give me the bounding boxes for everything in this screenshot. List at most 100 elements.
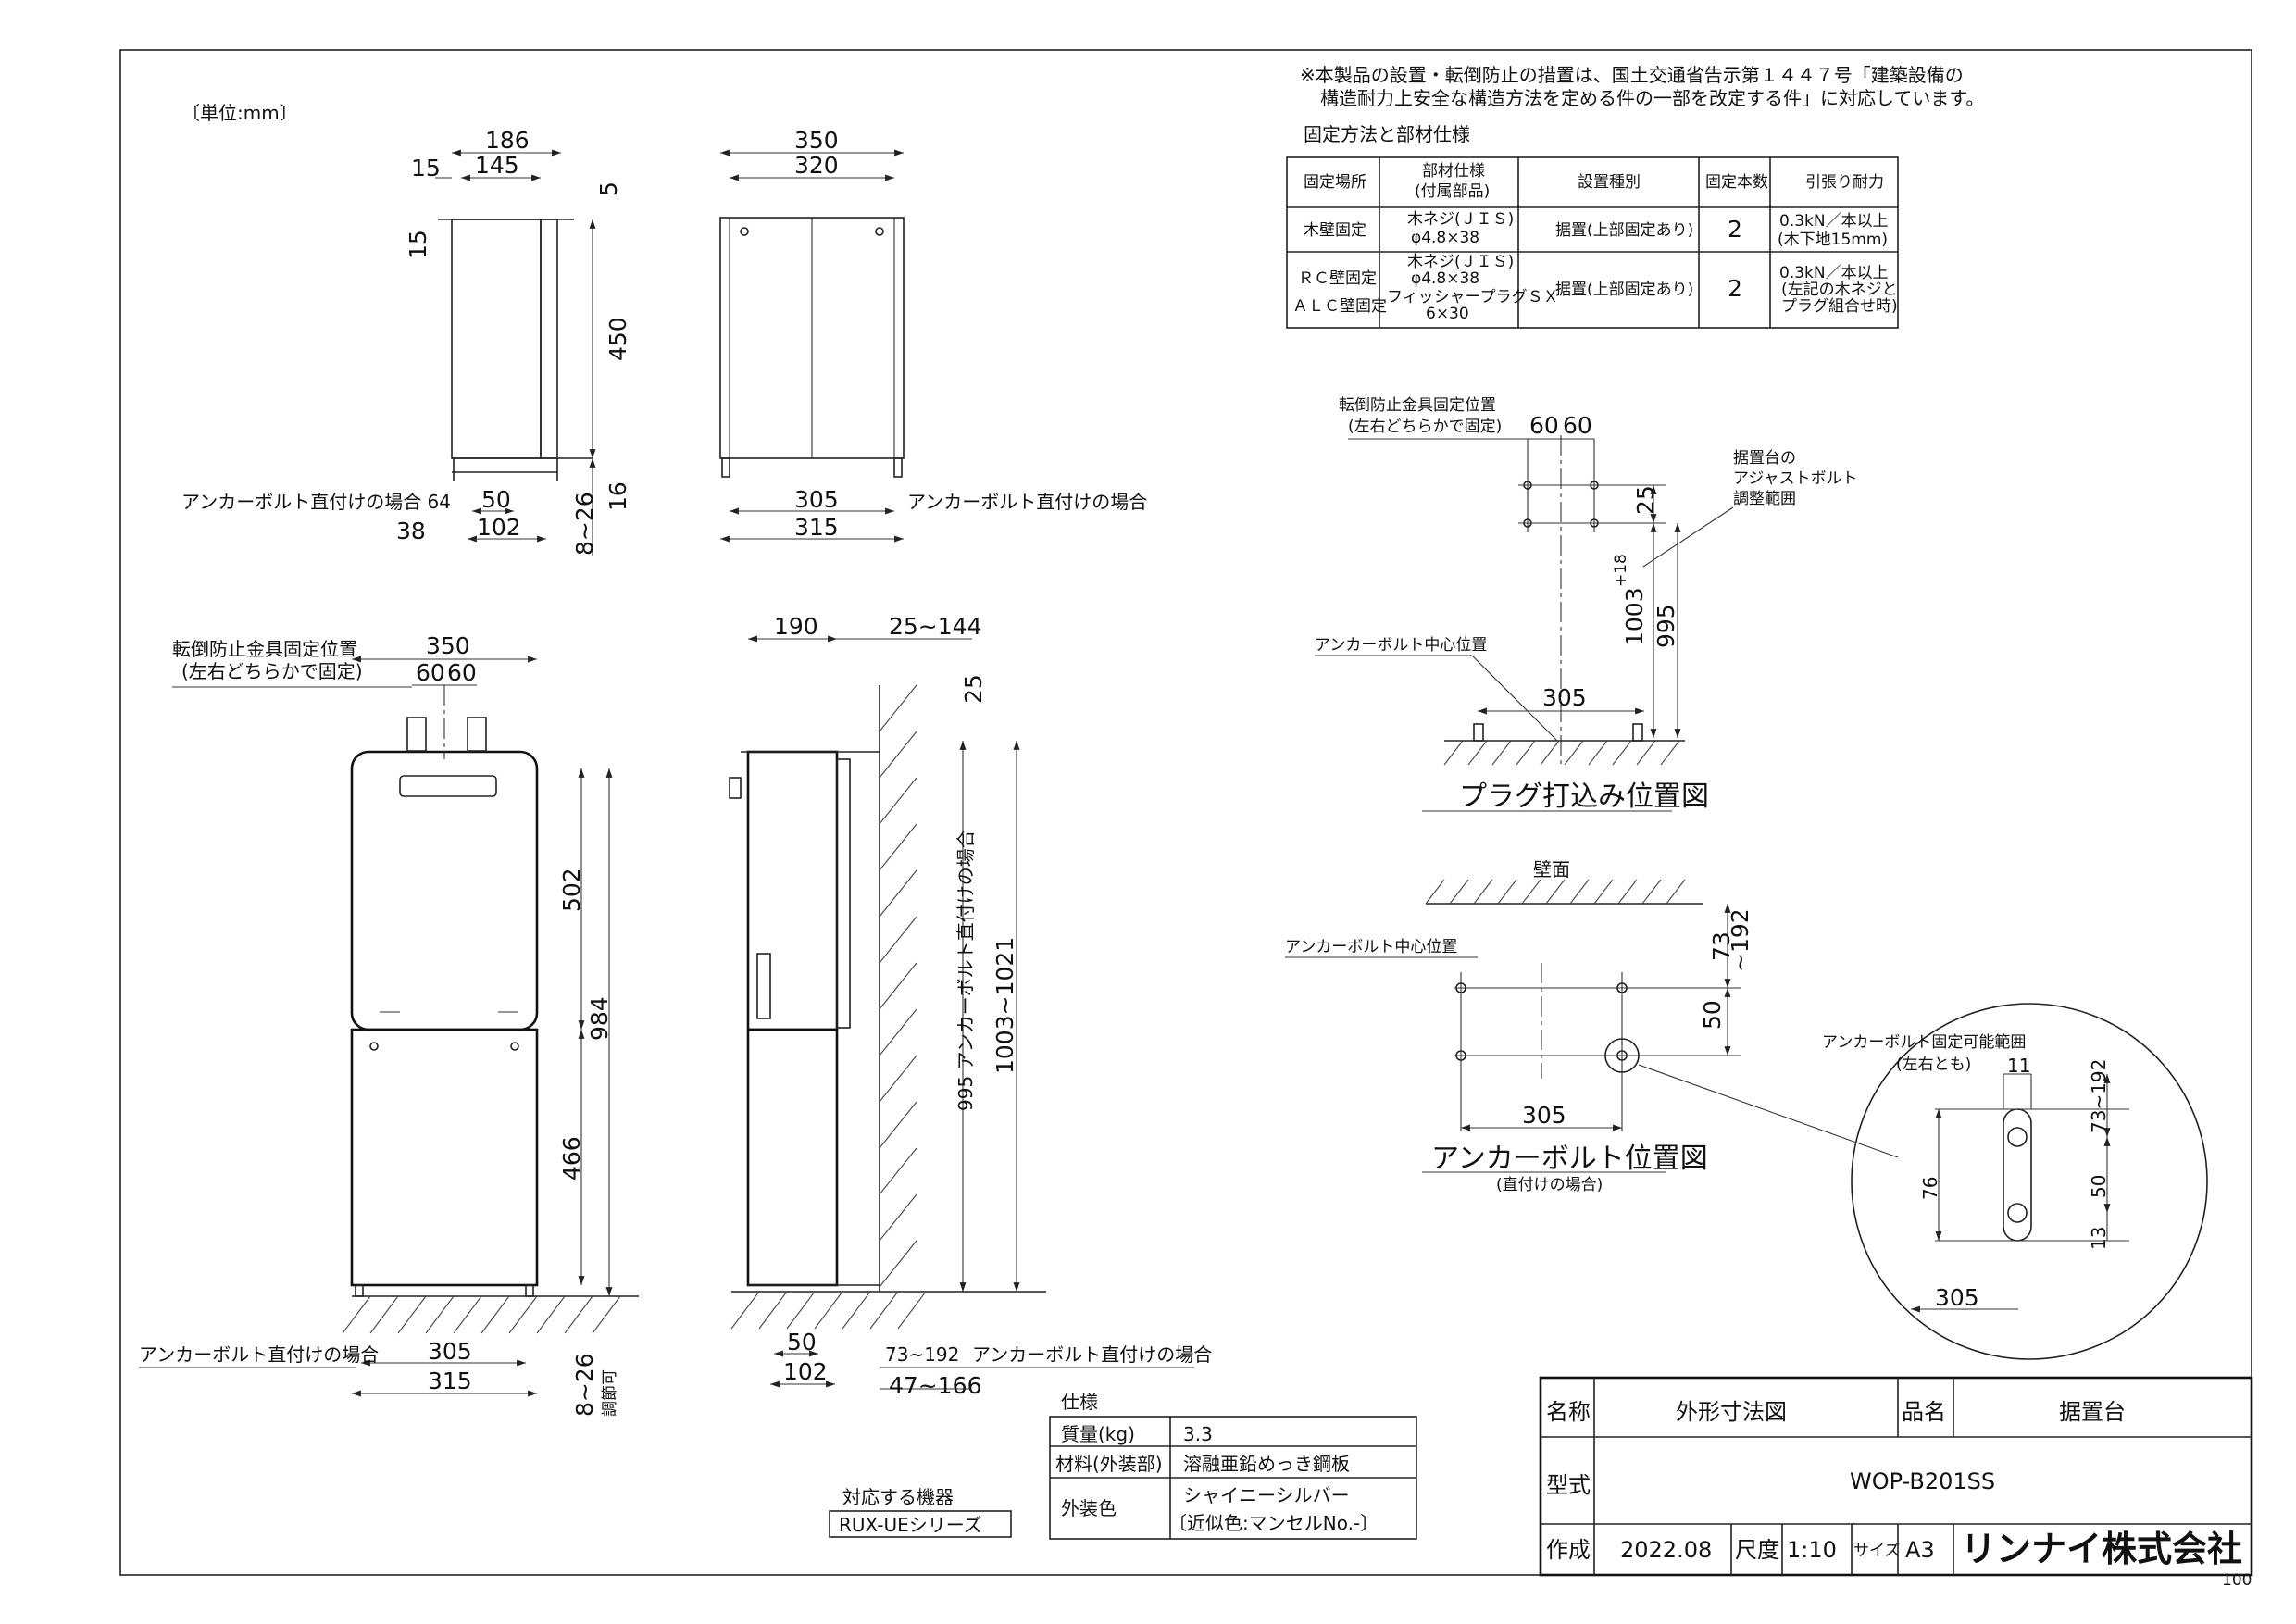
dim-305b: 305 bbox=[428, 1338, 472, 1365]
compatible-label: 対応する機器 bbox=[842, 1486, 954, 1508]
dim-315a: 315 bbox=[794, 514, 839, 541]
plug-floor-hatch bbox=[1443, 740, 1680, 766]
dim-38: 38 bbox=[396, 518, 426, 544]
label-anchor-direct-a: アンカーボルト直付けの場合 bbox=[907, 491, 1147, 513]
dim-73-192b: 73 bbox=[1708, 931, 1735, 961]
dim-13: 13 bbox=[2088, 1227, 2110, 1250]
floor-hatch-side bbox=[730, 1291, 927, 1330]
dim-15a: 15 bbox=[411, 155, 441, 181]
dim-450: 450 bbox=[605, 317, 631, 361]
spec-color-label: 外装色 bbox=[1061, 1497, 1117, 1519]
plug-position-diagram: 転倒防止金具固定位置 (左右どちらかで固定) 60 60 25 1003 +18… bbox=[1315, 396, 1857, 813]
label-tipping-fix2-a: (左右どちらかで固定) bbox=[181, 660, 363, 682]
r2-strength2: (左記の木ネジと bbox=[1781, 281, 1898, 299]
tb-name-label: 名称 bbox=[1546, 1399, 1591, 1425]
label-anchor-range1: アンカーボルト固定可能範囲 bbox=[1822, 1033, 2026, 1052]
r2-spec1: 木ネジ(ＪＩＳ) bbox=[1407, 253, 1514, 271]
fixing-table-title: 固定方法と部材仕様 bbox=[1304, 123, 1470, 145]
spec-mass-label: 質量(kg) bbox=[1061, 1423, 1135, 1445]
spec-title: 仕様 bbox=[1061, 1391, 1098, 1413]
tb-size-label: サイズ bbox=[1853, 1542, 1901, 1560]
tb-size-value: A3 bbox=[1905, 1537, 1935, 1563]
compatible-value: RUX-UEシリーズ bbox=[839, 1514, 982, 1536]
r2-place1: ＲＣ壁固定 bbox=[1298, 269, 1377, 288]
dim-1003: 1003 bbox=[1621, 587, 1648, 646]
tb-made-value: 2022.08 bbox=[1620, 1537, 1712, 1563]
r1-spec1: 木ネジ(ＪＩＳ) bbox=[1407, 210, 1514, 229]
spec-color-value2: 〔近似色:マンセルNo.-〕 bbox=[1168, 1512, 1379, 1534]
label-adjust2: アジャストボルト bbox=[1733, 469, 1857, 488]
dim-50a: 50 bbox=[481, 486, 511, 513]
dim-47-166: 47~166 bbox=[889, 1372, 981, 1399]
dim-305e: 305 bbox=[1935, 1284, 1979, 1311]
dim-186: 186 bbox=[485, 127, 530, 154]
dim-350a: 350 bbox=[794, 127, 839, 154]
label-wall-face: 壁面 bbox=[1533, 858, 1570, 881]
label-tipping-fix2-b: (左右どちらかで固定) bbox=[1348, 418, 1502, 436]
dim-305c: 305 bbox=[1542, 684, 1587, 711]
tb-name-value: 外形寸法図 bbox=[1676, 1399, 1787, 1425]
dim-16: 16 bbox=[605, 481, 631, 511]
title-block: 名称 外形寸法図 品名 据置台 型式 WOP-B201SS 作成 2022.08… bbox=[1539, 1376, 2253, 1577]
dim-1003-1021: 1003~1021 bbox=[992, 937, 1018, 1074]
dim-102b: 102 bbox=[783, 1358, 828, 1385]
dim-73-192b2: ~192 bbox=[1727, 908, 1753, 972]
sheet-border bbox=[119, 49, 2252, 1576]
dim-190: 190 bbox=[774, 613, 818, 640]
dim-8-26b: 8~26 bbox=[571, 1353, 598, 1417]
dim-25b: 25 bbox=[1632, 485, 1659, 515]
dim-102a: 102 bbox=[477, 514, 521, 541]
dim-50c: 50 bbox=[1699, 1000, 1726, 1030]
dim-tolerance: +18 bbox=[1612, 554, 1630, 587]
dim-60b: 60 bbox=[447, 659, 477, 686]
anchor-pos-title: アンカーボルト位置図 bbox=[1431, 1143, 1708, 1175]
r2-spec4: 6×30 bbox=[1426, 305, 1469, 323]
dim-60a: 60 bbox=[416, 659, 445, 686]
tb-company: リンナイ株式会社 bbox=[1961, 1529, 2242, 1569]
tb-model-label: 型式 bbox=[1546, 1472, 1591, 1498]
dim-73-192c: 73~192 bbox=[2088, 1059, 2110, 1133]
r1-strength1: 0.3kN／本以上 bbox=[1779, 212, 1889, 231]
wall-hatch bbox=[879, 684, 917, 1288]
r1-strength2: (木下地15mm) bbox=[1778, 231, 1888, 249]
dim-305d: 305 bbox=[1522, 1102, 1566, 1129]
r2-strength1: 0.3kN／本以上 bbox=[1779, 264, 1889, 282]
label-anchor-center-a: アンカーボルト中心位置 bbox=[1315, 636, 1487, 655]
tb-product-label: 品名 bbox=[1902, 1399, 1946, 1425]
small-side-view: 186 145 15 15 5 450 16 8~26 50 102 38 アン… bbox=[181, 127, 631, 556]
dim-50d: 50 bbox=[2088, 1175, 2110, 1198]
dim-5: 5 bbox=[595, 181, 622, 196]
r2-spec2: φ4.8×38 bbox=[1411, 269, 1479, 288]
tb-scale-value: 1:10 bbox=[1787, 1537, 1837, 1563]
th-spec-sub: (付属部品) bbox=[1415, 182, 1490, 201]
side-view: 190 25~144 25 995 アンカーボルト直付けの場合 1003~102… bbox=[729, 613, 1212, 1399]
r2-spec3: フィッシャープラグＳＸ bbox=[1387, 288, 1559, 306]
th-type: 設置種別 bbox=[1578, 173, 1641, 192]
r1-spec2: φ4.8×38 bbox=[1411, 229, 1479, 247]
label-vertical-995: 995 アンカーボルト直付けの場合 bbox=[955, 830, 977, 1111]
dim-25-144: 25~144 bbox=[889, 613, 981, 640]
top-note-line1: ※本製品の設置・転倒防止の措置は、国土交通省告示第１４４７号「建築設備の bbox=[1300, 64, 1964, 86]
r2-place2: ＡＬＣ壁固定 bbox=[1292, 297, 1387, 316]
r2-count: 2 bbox=[1728, 275, 1742, 302]
spec-material-label: 材料(外装部) bbox=[1055, 1453, 1163, 1475]
top-note-line2: 構造耐力上安全な構造方法を定める件の一部を改定する件」に対応しています。 bbox=[1320, 87, 1984, 109]
label-adjust1: 据置台の bbox=[1733, 449, 1796, 468]
dim-25a: 25 bbox=[960, 674, 987, 704]
plug-title: プラグ打込み位置図 bbox=[1459, 781, 1709, 813]
th-place: 固定場所 bbox=[1304, 173, 1366, 192]
tb-model-value: WOP-B201SS bbox=[1850, 1468, 1995, 1494]
front-view: 350 60 60 転倒防止金具固定位置 (左右どちらかで固定) 502 984… bbox=[139, 632, 639, 1417]
dim-315b: 315 bbox=[428, 1368, 472, 1394]
spec-mass-value: 3.3 bbox=[1183, 1423, 1213, 1445]
r2-type: 据置(上部固定あり) bbox=[1555, 281, 1693, 299]
spec-color-value1: シャイニーシルバー bbox=[1183, 1484, 1350, 1506]
dim-73-192a: 73~192 bbox=[885, 1343, 959, 1366]
anchor-pos-sub: (直付けの場合) bbox=[1496, 1176, 1603, 1194]
dim-305a: 305 bbox=[794, 486, 839, 513]
tb-scale-label: 尺度 bbox=[1735, 1537, 1779, 1563]
dim-145: 145 bbox=[475, 152, 519, 179]
dim-76: 76 bbox=[1919, 1177, 1941, 1200]
dim-60c: 60 bbox=[1529, 412, 1559, 439]
